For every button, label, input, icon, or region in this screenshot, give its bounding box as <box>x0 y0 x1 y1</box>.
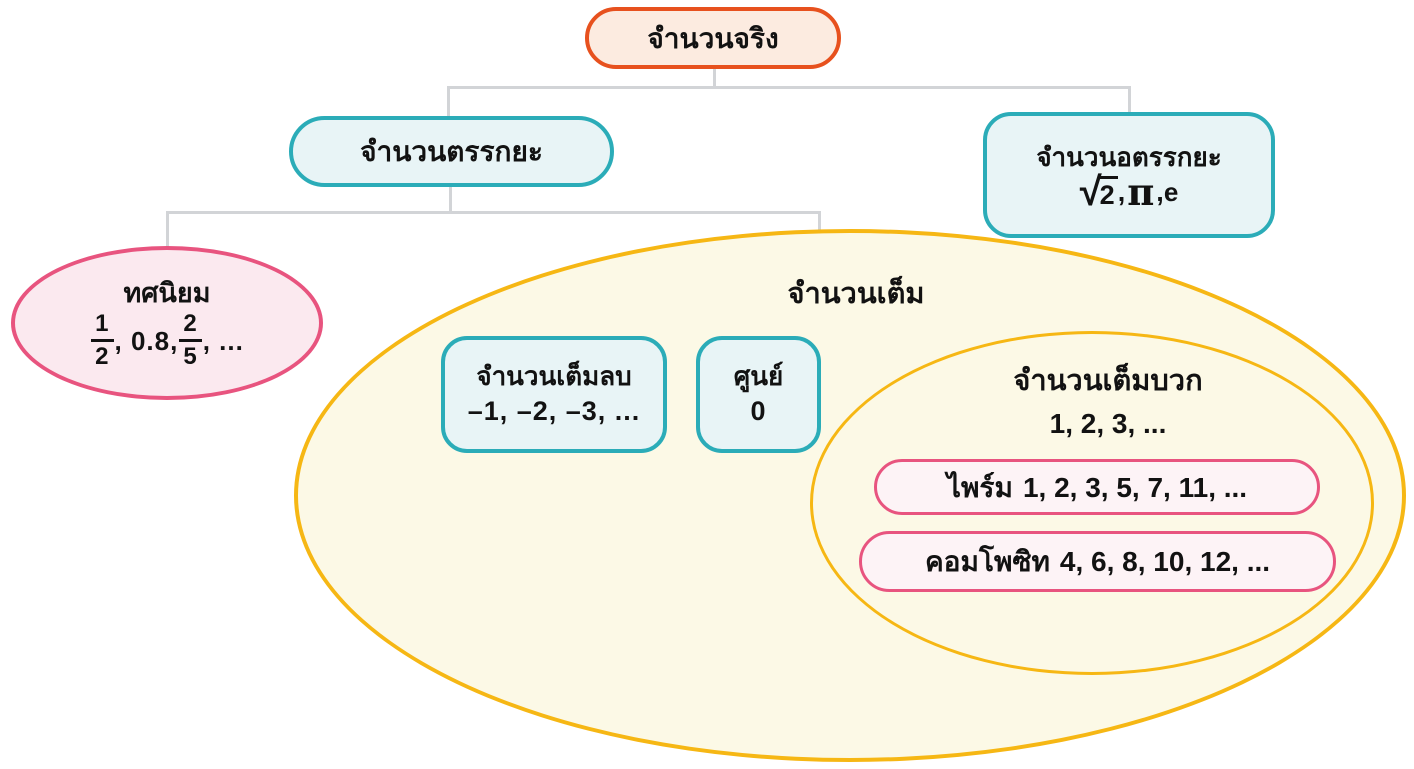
separator: , 0.8, <box>114 325 179 356</box>
positive-integer-set-ellipse <box>810 331 1374 675</box>
connector-level2-horizontal <box>166 211 821 214</box>
positive-integer-label: จำนวนเต็มบวก <box>1013 365 1203 397</box>
separator: , <box>1156 176 1164 207</box>
zero-example: 0 <box>750 396 767 427</box>
negative-integers-label: จำนวนเต็มลบ <box>476 360 632 391</box>
real-numbers-node: จำนวนจริง <box>585 7 841 69</box>
separator: , ... <box>202 325 244 356</box>
decimal-examples: 1 2 , 0.8, 2 5 , ... <box>90 312 244 369</box>
rational-numbers-node: จำนวนตรรกยะ <box>289 116 614 187</box>
connector-rational-stub <box>449 186 452 214</box>
composite-numbers-label: คอมโพซิท <box>924 546 1050 577</box>
fraction-one-half: 1 2 <box>91 310 114 369</box>
connector-integer-drop <box>818 211 821 234</box>
prime-numbers-node: ไพร์ม 1, 2, 3, 5, 7, 11, ... <box>874 459 1320 515</box>
rational-numbers-label: จำนวนตรรกยะ <box>360 136 543 167</box>
integer-set-label: จำนวนเต็ม <box>787 278 925 310</box>
connector-real-stub <box>713 68 716 89</box>
connector-level1-horizontal <box>447 86 1131 89</box>
separator: , <box>1117 176 1126 207</box>
radicand: 2 <box>1098 175 1118 209</box>
fraction-denominator: 2 <box>91 339 114 369</box>
positive-integer-examples: 1, 2, 3, ... <box>1049 408 1167 439</box>
connector-rational-drop <box>447 86 450 118</box>
real-numbers-label: จำนวนจริง <box>647 22 779 54</box>
square-root-expression: √ 2 <box>1079 169 1118 214</box>
zero-label: ศูนย์ <box>733 360 784 391</box>
composite-numbers-node: คอมโพซิท 4, 6, 8, 10, 12, ... <box>859 531 1336 592</box>
pi-symbol: π <box>1127 169 1155 214</box>
composite-numbers-examples: 4, 6, 8, 10, 12, ... <box>1059 546 1271 577</box>
euler-number: e <box>1163 177 1179 208</box>
decimal-numbers-label: ทศนิยม <box>123 277 211 308</box>
fraction-two-fifths: 2 5 <box>179 310 202 369</box>
negative-integers-examples: –1, –2, –3, ... <box>467 396 641 427</box>
prime-numbers-label: ไพร์ม <box>946 471 1013 503</box>
fraction-numerator: 2 <box>183 310 198 338</box>
prime-numbers-examples: 1, 2, 3, 5, 7, 11, ... <box>1022 471 1248 503</box>
connector-irrational-drop <box>1128 86 1131 114</box>
irrational-numbers-label: จำนวนอตรรกยะ <box>1036 142 1222 173</box>
fraction-denominator: 5 <box>179 339 202 369</box>
fraction-numerator: 1 <box>95 310 110 338</box>
negative-integers-node: จำนวนเต็มลบ –1, –2, –3, ... <box>441 336 667 453</box>
radical-icon: √ <box>1079 169 1102 214</box>
zero-node: ศูนย์ 0 <box>696 336 821 453</box>
irrational-examples: √ 2 , π , e <box>1079 169 1179 214</box>
irrational-numbers-node: จำนวนอตรรกยะ √ 2 , π , e <box>983 112 1275 238</box>
decimal-numbers-node: ทศนิยม 1 2 , 0.8, 2 5 , ... <box>11 246 323 400</box>
connector-decimal-drop <box>166 211 169 251</box>
